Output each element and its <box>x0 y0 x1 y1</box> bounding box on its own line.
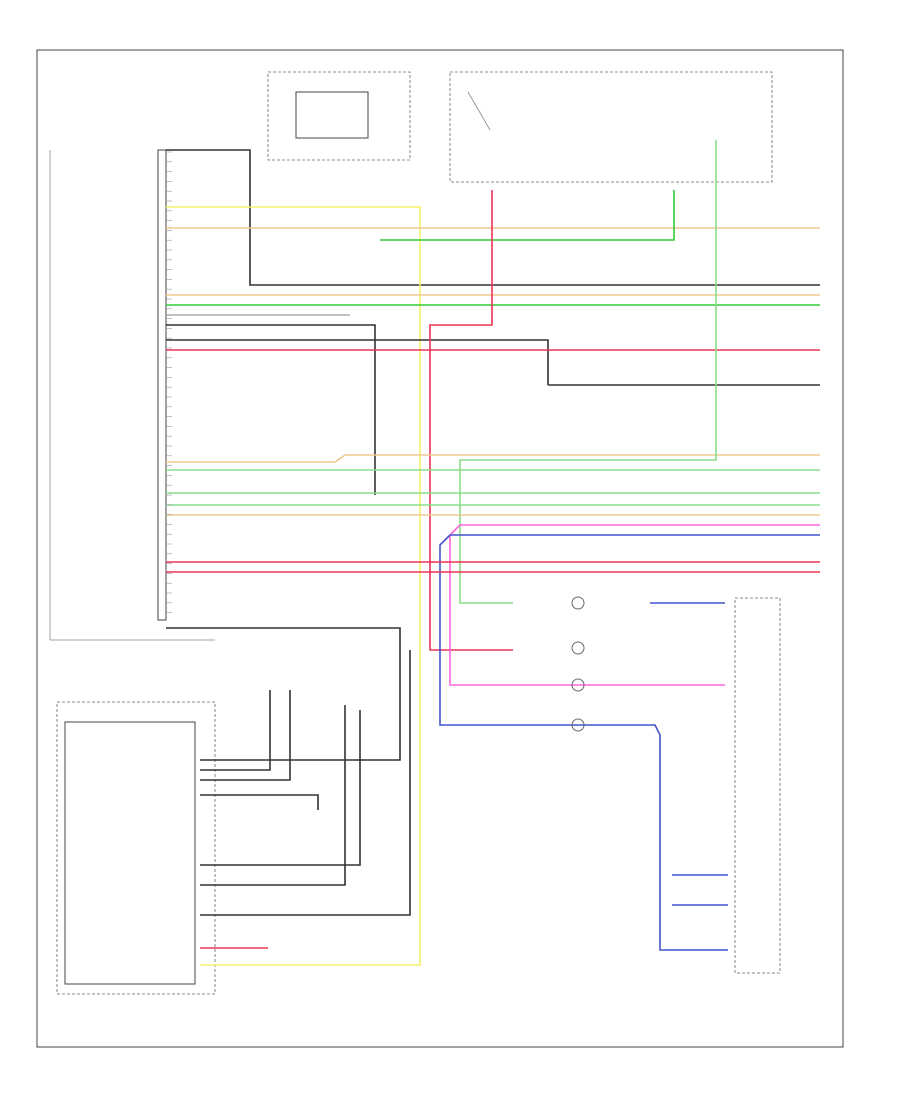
wire-yellow-1 <box>166 206 421 966</box>
wire-blue-2 <box>439 534 728 951</box>
wire-black-11 <box>200 690 291 781</box>
bottom-left-inner <box>64 721 196 985</box>
wire-black-6 <box>200 794 319 810</box>
main-module-connector <box>157 149 167 621</box>
bottom-left-module <box>56 701 216 995</box>
wire-red-2 <box>429 190 513 651</box>
wire-black-2 <box>166 324 376 495</box>
top-center-module <box>267 71 411 161</box>
top-center-inner-box <box>295 91 369 139</box>
wire-black-8 <box>200 705 346 886</box>
lamp-group <box>571 596 585 732</box>
wire-black-10 <box>200 690 271 771</box>
wire-pink-2 <box>449 524 725 686</box>
wire-lightgreen-2 <box>459 140 717 604</box>
wire-black-7 <box>200 710 361 866</box>
bottom-right-module <box>734 597 781 974</box>
lamp-icon-1 <box>571 596 585 610</box>
wire-black-5 <box>166 627 401 761</box>
lamp-icon-3 <box>571 678 585 692</box>
wire-group <box>166 140 820 966</box>
lamp-icon-4 <box>571 718 585 732</box>
wire-black-3 <box>166 339 549 385</box>
lamp-icon-2 <box>571 641 585 655</box>
pin-label-group <box>166 151 172 613</box>
top-right-module <box>449 71 773 183</box>
wire-black-9 <box>200 650 411 916</box>
wire-black-top <box>166 149 820 286</box>
wire-green-2 <box>380 190 675 241</box>
outer-frame <box>36 49 844 1048</box>
switch-contact <box>467 91 491 131</box>
wire-tan-3 <box>166 454 820 463</box>
